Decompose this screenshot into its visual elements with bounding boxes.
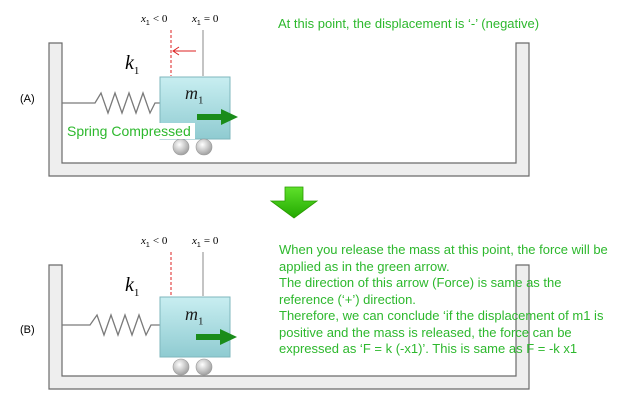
panel-b-x-negative-label: x1 < 0 (141, 235, 167, 249)
panel-a-container (48, 42, 530, 177)
k-symbol: k (125, 52, 134, 74)
x-symbol: x (192, 235, 197, 247)
panel-b-spring (62, 313, 160, 337)
panel-b-note: When you release the mass at this point,… (279, 242, 608, 356)
panel-a-wheel-right (195, 138, 213, 156)
panel-b-force-arrow (196, 329, 237, 345)
panel-b-x-zero-label: x1 = 0 (192, 235, 218, 249)
transition-arrow (269, 186, 319, 219)
panel-b-label: (B) (20, 324, 35, 336)
x-symbol: x (192, 13, 197, 25)
panel-a-displacement-arrow (172, 46, 196, 56)
x-subscript: 1 (145, 242, 150, 250)
panel-b-wheel-right (195, 358, 213, 376)
k-subscript: 1 (133, 65, 140, 77)
panel-a-wheel-left (172, 138, 190, 156)
k-subscript: 1 (133, 287, 140, 299)
panel-b-mass (159, 296, 231, 358)
panel-a-spring (62, 91, 160, 115)
x-relation: = 0 (203, 235, 219, 247)
x-relation: = 0 (203, 13, 219, 25)
m-subscript: 1 (198, 315, 204, 328)
spring-compressed-callout: Spring Compressed (63, 123, 195, 139)
panel-b-container (48, 264, 530, 390)
x-symbol: x (141, 13, 146, 25)
k-symbol: k (125, 274, 134, 296)
x-subscript: 1 (196, 242, 201, 250)
x-subscript: 1 (196, 20, 201, 28)
m-symbol: m (185, 83, 198, 103)
panel-a-x-negative-label: x1 < 0 (141, 13, 167, 27)
m-subscript: 1 (198, 94, 204, 107)
panel-a-label: (A) (20, 93, 35, 105)
x-relation: < 0 (152, 235, 168, 247)
x-symbol: x (141, 235, 146, 247)
panel-a-mass-label: m1 (185, 83, 204, 107)
panel-b-wheel-left (172, 358, 190, 376)
panel-b-mass-label: m1 (185, 304, 204, 328)
panel-a-force-arrow (197, 109, 238, 125)
panel-b-spring-constant: k1 (125, 274, 139, 299)
panel-a-spring-constant: k1 (125, 52, 139, 77)
panel-a-x-zero-label: x1 = 0 (192, 13, 218, 27)
x-relation: < 0 (152, 13, 168, 25)
m-symbol: m (185, 304, 198, 324)
panel-a-note: At this point, the displacement is ‘-’ (… (278, 16, 540, 31)
x-subscript: 1 (145, 20, 150, 28)
